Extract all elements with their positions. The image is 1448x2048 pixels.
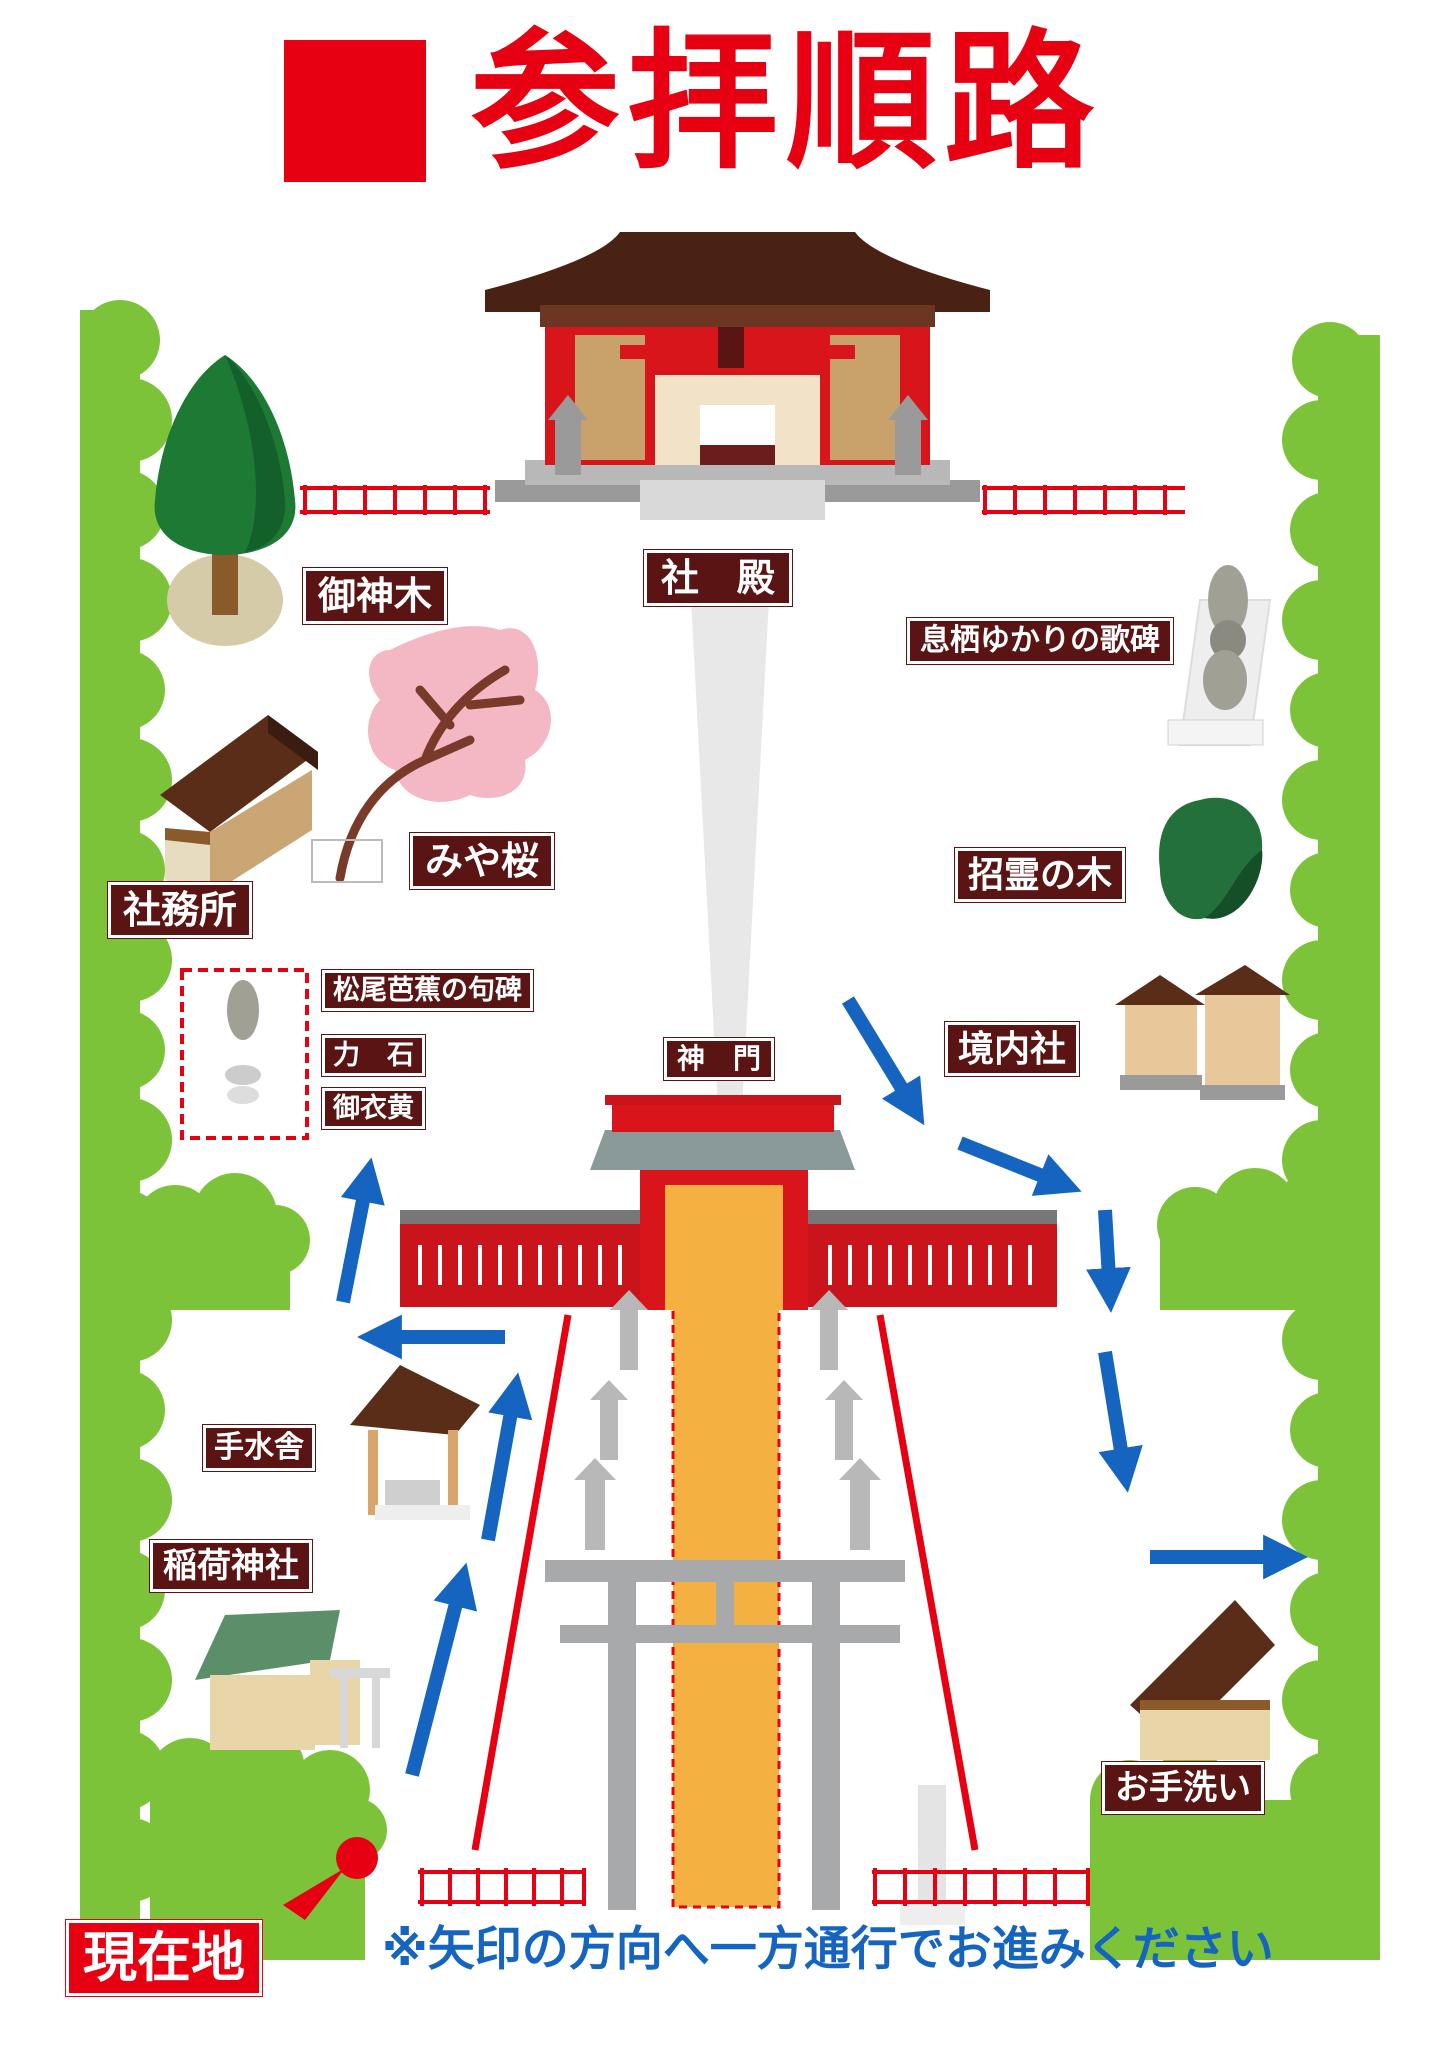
torii-gate-icon <box>545 1560 905 1910</box>
label-miya-sakura: みや桜 <box>410 833 555 889</box>
label-main-shrine: 社 殿 <box>644 550 793 606</box>
label-chozusha: 手水舎 <box>203 1425 315 1471</box>
label-shinmon: 神 門 <box>664 1038 775 1080</box>
bottom-fence-right <box>872 1868 1090 1906</box>
hall-fence-left <box>300 485 490 515</box>
label-strength-stone: 力 石 <box>322 1035 425 1076</box>
bottom-fence-left <box>418 1868 586 1906</box>
label-poem-monument: 息栖ゆかりの歌碑 <box>907 618 1173 664</box>
one-way-notice: ※矢印の方向へ一方通行でお進みください <box>382 1922 1274 1977</box>
restroom-hut-icon <box>1130 1600 1275 1760</box>
round-bush-icon <box>1159 797 1263 920</box>
approach-line-right <box>876 1314 979 1851</box>
inari-shrine-icon <box>195 1610 390 1750</box>
cherry-tree-icon <box>311 626 552 883</box>
shrine-hall-icon <box>485 232 990 520</box>
label-shoryo-tree: 招霊の木 <box>955 848 1126 902</box>
water-pavilion-icon <box>350 1365 480 1520</box>
page-title: 参拝順路 <box>470 16 1103 190</box>
label-okinu-ki: 御衣黄 <box>322 1088 425 1129</box>
right-hedge <box>1090 322 1380 1960</box>
office-building-icon <box>160 715 318 895</box>
shinmon-gate <box>400 1095 1057 1310</box>
label-basho-monument: 松尾芭蕉の句碑 <box>322 970 533 1011</box>
label-sacred-tree: 御神木 <box>303 568 448 624</box>
stone-enclosure <box>180 968 309 1140</box>
approach-line-left <box>471 1314 572 1851</box>
current-location-label: 現在地 <box>66 1920 262 1996</box>
main-path <box>690 580 770 1110</box>
label-shrine-office: 社務所 <box>108 882 253 938</box>
cedar-tree-icon <box>154 355 296 646</box>
label-inari-shrine: 稲荷神社 <box>150 1540 312 1592</box>
small-shrine-icon <box>1115 965 1290 1100</box>
label-restroom: お手洗い <box>1102 1762 1264 1814</box>
label-keidaisha: 境内社 <box>945 1022 1080 1076</box>
current-location-pin-icon <box>283 1837 378 1920</box>
stone-lantern-icon <box>574 1290 881 1550</box>
title-square-icon <box>284 40 426 182</box>
stone-marker <box>900 1785 965 1925</box>
direction-arrow-icon <box>336 996 1308 1777</box>
monument-stone-icon <box>1167 565 1272 746</box>
main-approach <box>671 1193 781 1909</box>
hall-fence-right <box>982 485 1185 515</box>
